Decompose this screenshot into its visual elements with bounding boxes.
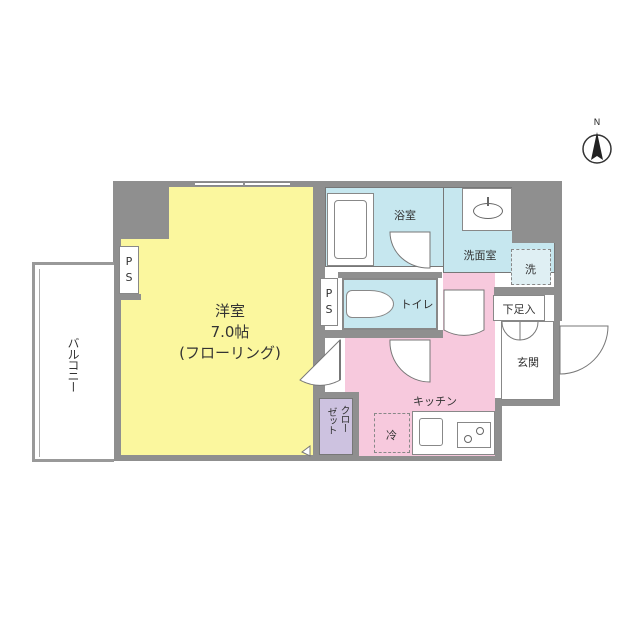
closet-label-line2: ゼット xyxy=(325,407,336,434)
stove-icon xyxy=(457,422,491,448)
western-room-size: 7.0帖 xyxy=(210,323,250,341)
entrance: 玄関 xyxy=(501,321,554,400)
toilet-bowl-icon xyxy=(346,290,394,318)
sink-counter xyxy=(462,188,512,231)
toilet-label: トイレ xyxy=(400,298,434,311)
wall-entrance-right xyxy=(554,321,560,406)
bathtub xyxy=(327,193,374,266)
shoe-storage: 下足入 xyxy=(493,295,545,321)
western-room-note: (フローリング) xyxy=(179,344,281,362)
wall-entrance-top xyxy=(494,287,560,295)
wall-right-upper xyxy=(554,181,562,321)
north-arrow-icon xyxy=(582,132,612,164)
wall-toilet-frame xyxy=(338,272,442,278)
compass: N xyxy=(580,118,614,168)
washer-label: 洗 xyxy=(525,263,536,276)
wall-entrance-bottom xyxy=(494,400,560,406)
ps-left-p: P xyxy=(125,255,133,268)
washer-space: 洗 xyxy=(511,249,551,285)
kitchen-label: キッチン xyxy=(413,395,457,408)
wall-bottom xyxy=(113,455,501,461)
kitchen-sink-icon xyxy=(419,418,443,446)
shoe-storage-label: 下足入 xyxy=(502,303,536,316)
window-top-1 xyxy=(195,182,243,186)
wall-toilet-bottom xyxy=(325,330,443,338)
ps-center-p: P xyxy=(325,287,333,300)
western-room-notch xyxy=(169,187,313,239)
balcony: バルコニー xyxy=(32,262,114,462)
compass-label: N xyxy=(593,118,601,128)
window-top-2 xyxy=(245,182,290,186)
entrance-label: 玄関 xyxy=(517,356,539,369)
balcony-label: バルコニー xyxy=(66,337,80,392)
wall-ps-left-bottom xyxy=(113,294,141,300)
wall-kitchen-right xyxy=(494,398,502,461)
fridge-space: 冷 xyxy=(374,413,410,453)
wall-left xyxy=(113,181,121,461)
ps-left-s: S xyxy=(125,271,133,284)
wall-top-right xyxy=(313,181,560,187)
bathroom-label: 浴室 xyxy=(394,209,416,222)
ps-center-s: S xyxy=(325,303,333,316)
closet: クロー ゼット xyxy=(319,398,353,455)
western-room-name: 洋室 xyxy=(214,302,245,320)
fridge-label: 冷 xyxy=(386,429,397,442)
ps-center: P S xyxy=(320,278,338,326)
closet-label-line1: クロー xyxy=(338,405,349,432)
wall-washroom-corner-2 xyxy=(512,187,555,243)
kitchen-counter xyxy=(412,411,495,455)
washroom-label: 洗面室 xyxy=(463,249,497,262)
ps-left: P S xyxy=(119,246,139,294)
wall-left-upper-block-2 xyxy=(113,187,169,239)
wall-center-column xyxy=(313,181,325,461)
